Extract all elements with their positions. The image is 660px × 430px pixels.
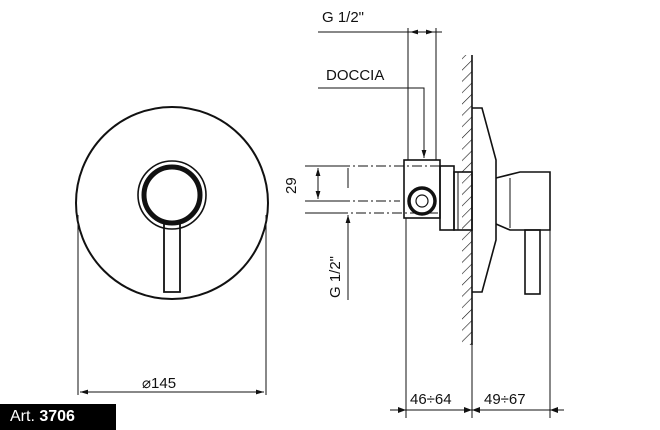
- lever-handle: [163, 222, 181, 293]
- valve-collar: [453, 171, 473, 231]
- handle-side-body: [495, 171, 551, 231]
- doccia-leader: [318, 87, 427, 158]
- cover-plate-side: [472, 107, 497, 293]
- handle-lever-side: [524, 229, 541, 295]
- shower-outlet-connector: [403, 159, 441, 219]
- center-offset-label: 29: [283, 177, 300, 194]
- inlet-thread-label: G 1/2": [322, 9, 364, 26]
- handle-hub-outer: [137, 160, 207, 230]
- wall-hatch: [462, 55, 472, 345]
- valve-body: [439, 165, 455, 231]
- shower-outlet-label: DOCCIA: [326, 67, 384, 84]
- diameter-label: ⌀145: [142, 375, 176, 392]
- depth-body-label: 46÷64: [410, 391, 452, 408]
- handle-hub-inner: [141, 164, 203, 226]
- outlet-port-inner: [415, 194, 429, 208]
- front-view: [75, 106, 269, 395]
- cover-plate-outline: [75, 106, 269, 300]
- depth-handle-label: 49÷67: [484, 391, 526, 408]
- side-view: [305, 28, 564, 418]
- outlet-port-outer: [407, 186, 437, 216]
- article-prefix: Art.: [10, 408, 35, 425]
- article-number: 3706: [39, 408, 75, 425]
- lower-thread-label: G 1/2": [327, 256, 344, 298]
- article-number-badge: Art. 3706: [0, 404, 116, 430]
